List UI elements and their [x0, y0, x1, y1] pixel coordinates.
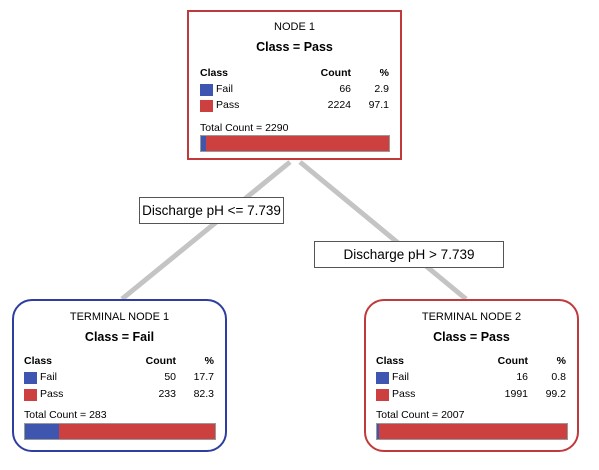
split-label-right: Discharge pH > 7.739	[314, 241, 504, 268]
class-header: Class	[24, 355, 53, 367]
pass-swatch	[376, 389, 389, 401]
bar-pass-segment	[206, 136, 389, 151]
row-count-pass: 233	[158, 388, 176, 400]
total-count: Total Count = 2290	[200, 122, 289, 134]
edge-root-to-left	[120, 160, 292, 301]
fail-swatch	[24, 372, 37, 384]
bar-fail-segment	[377, 424, 379, 439]
row-label-pass: Pass	[392, 388, 416, 400]
terminal-node-1: TERMINAL NODE 1 Class = Fail Class Count…	[12, 299, 227, 452]
bar-fail-segment	[25, 424, 59, 439]
row-pct-fail: 17.7	[193, 371, 214, 383]
row-count-fail: 16	[516, 371, 528, 383]
count-header: Count	[145, 355, 176, 367]
node-title: TERMINAL NODE 1	[69, 311, 170, 323]
total-count: Total Count = 2007	[376, 409, 465, 421]
row-count-fail: 66	[339, 83, 351, 95]
pass-swatch	[200, 100, 213, 112]
percent-header: %	[204, 355, 214, 367]
percent-header: %	[556, 355, 566, 367]
class-header: Class	[376, 355, 405, 367]
pass-swatch	[24, 389, 37, 401]
row-label-pass: Pass	[216, 99, 240, 111]
row-label-pass: Pass	[40, 388, 64, 400]
class-header: Class	[200, 67, 229, 79]
class-distribution-bar	[200, 135, 390, 152]
percent-header: %	[379, 67, 389, 79]
row-pct-fail: 2.9	[374, 83, 389, 95]
node-class-label: Class = Pass	[433, 330, 510, 344]
count-header: Count	[320, 67, 351, 79]
fail-swatch	[376, 372, 389, 384]
total-count: Total Count = 283	[24, 409, 107, 421]
node-title: NODE 1	[274, 21, 315, 33]
node-title: TERMINAL NODE 2	[421, 311, 522, 323]
row-pct-pass: 99.2	[545, 388, 566, 400]
class-distribution-bar	[376, 423, 568, 440]
terminal-node-2: TERMINAL NODE 2 Class = Pass Class Count…	[364, 299, 579, 452]
row-count-pass: 2224	[327, 99, 351, 111]
node-class-label: Class = Fail	[84, 330, 155, 344]
row-count-pass: 1991	[504, 388, 528, 400]
class-distribution-bar	[24, 423, 216, 440]
node-class-label: Class = Pass	[256, 40, 333, 54]
node-1: NODE 1 Class = Pass Class Count % Fail 6…	[187, 10, 402, 160]
bar-pass-segment	[58, 424, 215, 439]
count-header: Count	[497, 355, 528, 367]
row-label-fail: Fail	[216, 83, 233, 95]
fail-swatch	[200, 84, 213, 96]
row-pct-pass: 82.3	[193, 388, 214, 400]
row-pct-pass: 97.1	[368, 99, 389, 111]
row-label-fail: Fail	[392, 371, 409, 383]
row-count-fail: 50	[164, 371, 176, 383]
row-label-fail: Fail	[40, 371, 57, 383]
bar-pass-segment	[378, 424, 567, 439]
split-label-left: Discharge pH <= 7.739	[139, 197, 284, 224]
row-pct-fail: 0.8	[551, 371, 566, 383]
bar-fail-segment	[201, 136, 207, 151]
edge-root-to-right	[298, 160, 468, 301]
